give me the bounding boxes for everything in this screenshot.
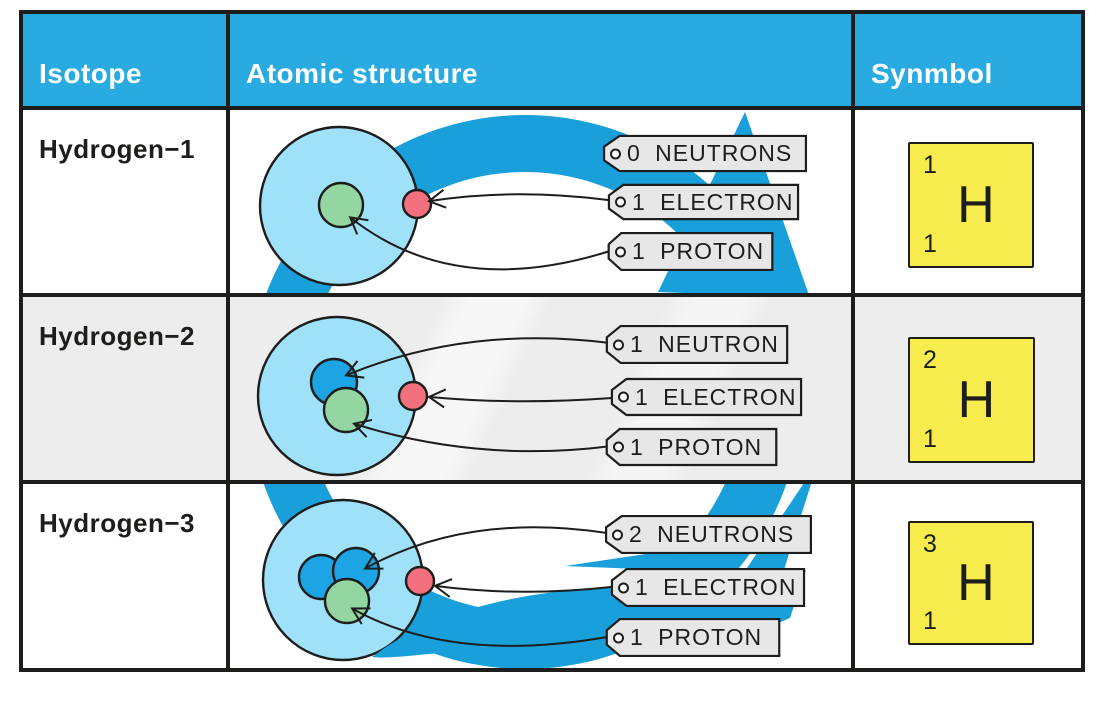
structure-cell-hydrogen-3 <box>230 484 855 668</box>
row-label-hydrogen-1: Hydrogen−1 <box>23 110 230 297</box>
element-symbol: H <box>957 554 995 612</box>
mass-number: 1 <box>923 151 937 179</box>
tag-shape <box>605 427 778 467</box>
atomic-number: 1 <box>923 607 937 635</box>
tag-neutron-h2: 1 NEUTRON <box>605 324 789 365</box>
tag-label: 1 NEUTRON <box>630 331 779 357</box>
tag-label: 1 ELECTRON <box>635 574 797 600</box>
tag-label: 1 PROTON <box>632 238 765 264</box>
atomic-number: 1 <box>923 230 937 258</box>
header-cell-symbol: Synmbol <box>855 14 1081 110</box>
tag-hole-icon <box>610 148 621 159</box>
symbol-cell-hydrogen-1 <box>855 110 1081 297</box>
tag-hole-icon <box>613 339 624 350</box>
tag-label: 1 PROTON <box>630 624 763 650</box>
element-symbol: H <box>957 371 996 429</box>
tag-label: 1 ELECTRON <box>635 383 797 410</box>
tag-neutrons-h1: 0 NEUTRONS <box>602 134 808 173</box>
tag-label: 0 NEUTRONS <box>627 140 793 166</box>
tag-hole-icon <box>613 441 624 453</box>
mass-number: 3 <box>923 530 937 558</box>
tag-hole-icon <box>615 196 626 208</box>
row-label-hydrogen-2: Hydrogen−2 <box>23 297 230 484</box>
element-symbol: H <box>957 176 995 234</box>
header-cell-isotope: Isotope <box>23 14 230 110</box>
tag-electron-h2: 1 ELECTRON <box>610 377 803 417</box>
symbol-card-h2: 2 H 1 <box>908 337 1035 463</box>
tag-label: 1 ELECTRON <box>632 188 794 215</box>
tag-shape <box>602 134 808 173</box>
tag-label: 1 PROTON <box>630 433 763 460</box>
tag-hole-icon <box>618 391 629 403</box>
tag-electron-h3: 1 ELECTRON <box>610 567 806 608</box>
header-cell-atomic-structure: Atomic structure <box>230 14 855 110</box>
tag-label: 2 NEUTRONS <box>629 521 795 547</box>
header-label: Isotope <box>39 58 143 89</box>
symbol-card-h1: 1 H 1 <box>908 142 1034 268</box>
header-label: Atomic structure <box>246 58 479 89</box>
tag-shape <box>607 183 800 221</box>
tag-shape <box>610 377 803 417</box>
tag-electron-h1: 1 ELECTRON <box>607 183 800 221</box>
tag-neutrons-h3: 2 NEUTRONS <box>604 514 813 555</box>
tag-hole-icon <box>615 246 626 257</box>
structure-cell-hydrogen-1 <box>230 110 855 297</box>
mass-number: 2 <box>923 346 937 374</box>
tag-proton-h3: 1 PROTON <box>605 617 781 658</box>
header-label: Synmbol <box>871 58 993 89</box>
atomic-number: 1 <box>923 425 937 453</box>
row-label-hydrogen-3: Hydrogen−3 <box>23 484 230 668</box>
symbol-card-h3: 3 H 1 <box>908 521 1034 645</box>
tag-proton-h2: 1 PROTON <box>605 427 778 467</box>
tag-hole-icon <box>612 529 623 540</box>
tag-proton-h1: 1 PROTON <box>607 231 774 272</box>
